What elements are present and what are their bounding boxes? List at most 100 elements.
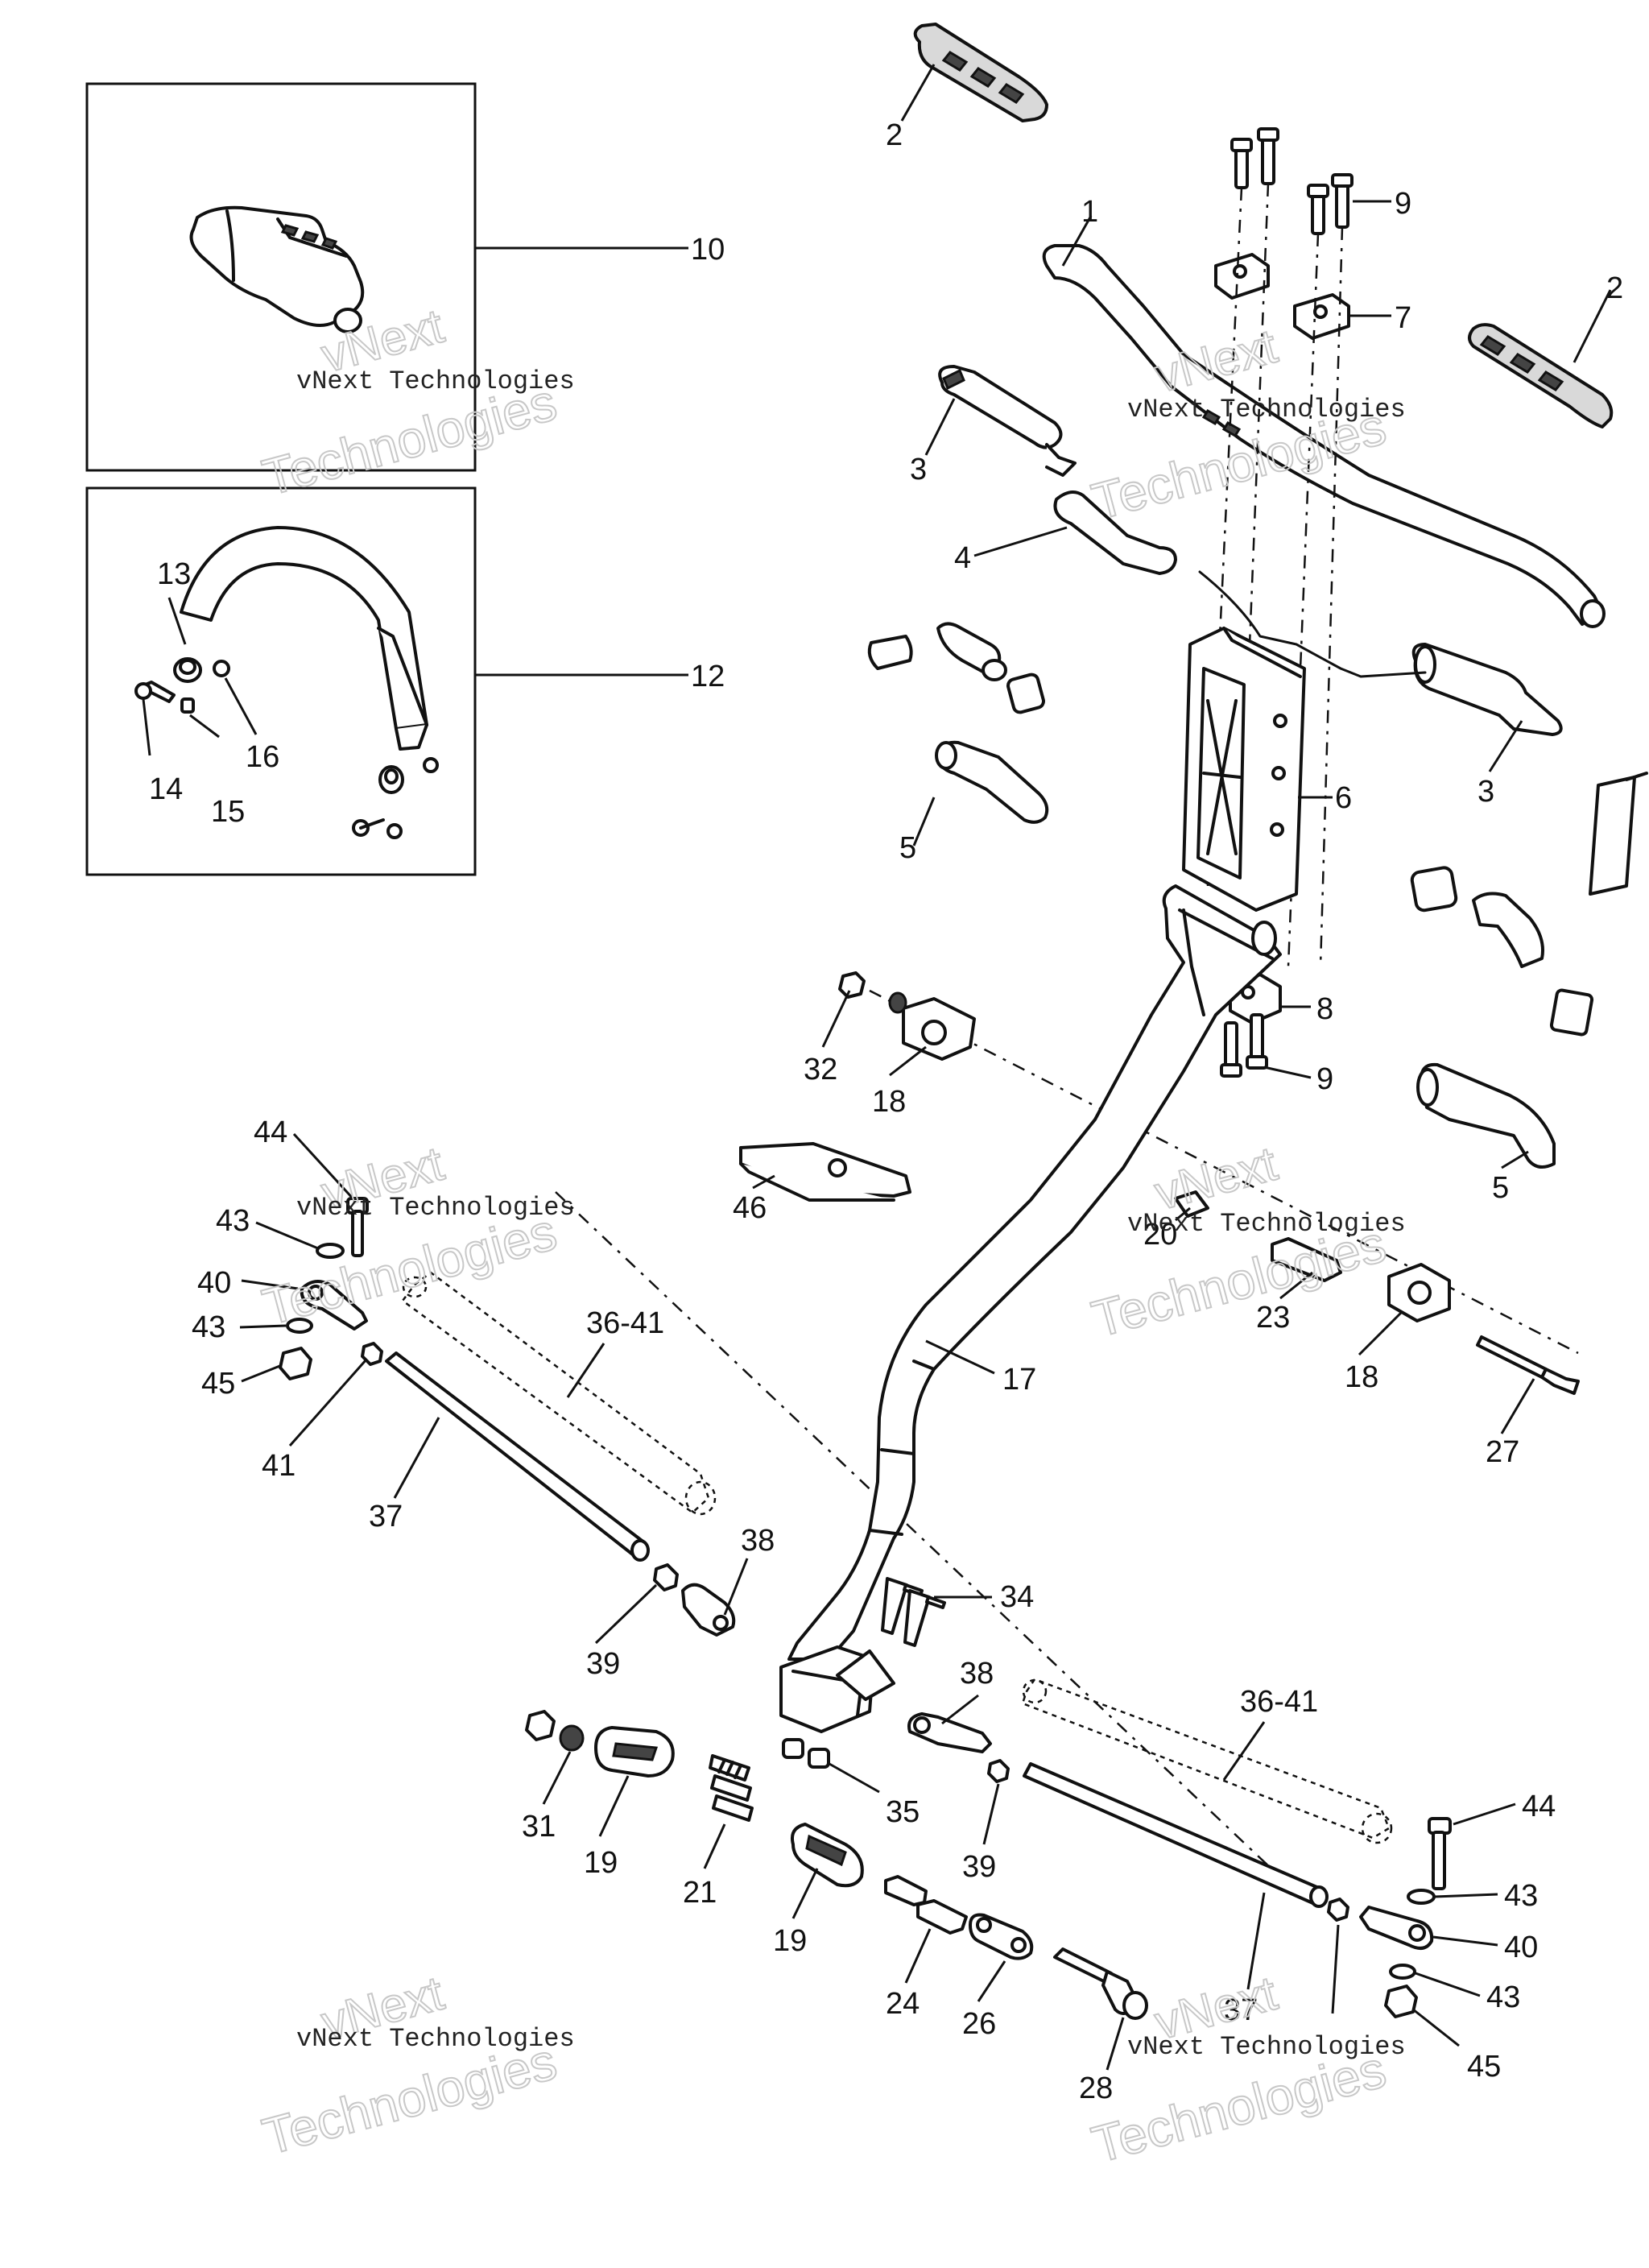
watermark-top-left: vNext vNext Technologies Technologies <box>256 298 575 507</box>
throttle-cable <box>1198 570 1427 678</box>
part-2-grip-right[interactable] <box>1468 323 1614 428</box>
callout-17: 17 <box>1002 1363 1036 1397</box>
part-41-jam-nut-left[interactable] <box>361 1342 383 1366</box>
part-44-bolt-right[interactable] <box>1428 1817 1452 1890</box>
part-20-bushing[interactable] <box>1174 1190 1209 1218</box>
part-7-clamp-lower[interactable] <box>1293 293 1350 340</box>
part-38-rod-end-left[interactable] <box>681 1583 736 1637</box>
callout-9-top: 9 <box>1395 187 1411 221</box>
part-26-link[interactable] <box>969 1913 1034 1960</box>
callout-9-lower: 9 <box>1316 1062 1333 1096</box>
inset-box-handlebar-pad <box>85 82 477 472</box>
part-39-jam-nut-right[interactable] <box>987 1759 1010 1783</box>
part-18-pivot-block-lower[interactable] <box>1387 1263 1451 1322</box>
part-17-steering-post[interactable] <box>787 884 1282 1661</box>
part-38-rod-end-right[interactable] <box>907 1712 992 1753</box>
callout-39-left: 39 <box>586 1647 620 1681</box>
part-14-bolt[interactable] <box>134 681 176 703</box>
part-2-grip-top[interactable] <box>913 23 1048 122</box>
part-32-nut[interactable] <box>838 971 866 999</box>
post-base <box>779 1645 895 1733</box>
part-19-pivot-left[interactable] <box>594 1726 675 1778</box>
part-16-nut[interactable] <box>213 660 230 677</box>
svg-text:vNext Technologies: vNext Technologies <box>296 2024 575 2054</box>
callout-10: 10 <box>691 233 725 267</box>
callout-12: 12 <box>691 660 725 693</box>
part-36-41-tie-rod-assembly-right-ghost[interactable] <box>1021 1678 1393 1844</box>
callout-3-right: 3 <box>1477 775 1494 809</box>
part-43-washer-left-lower[interactable] <box>286 1318 313 1334</box>
callout-39-right: 39 <box>962 1850 996 1884</box>
callout-19-right: 19 <box>773 1924 807 1958</box>
part-45-nut-left[interactable] <box>279 1347 312 1380</box>
part-43-washer-left-upper[interactable] <box>316 1243 345 1259</box>
part-3-lever-left[interactable] <box>938 365 1077 477</box>
part-1-handlebar[interactable] <box>1042 244 1606 628</box>
svg-text:vNext Technologies: vNext Technologies <box>1127 1209 1406 1239</box>
part-39-jam-nut-left[interactable] <box>653 1563 679 1591</box>
callout-46: 46 <box>733 1191 767 1225</box>
callout-16: 16 <box>246 740 279 774</box>
part-35-bushings[interactable] <box>782 1738 830 1769</box>
part-4-cable-grip[interactable] <box>1053 490 1177 575</box>
part-7-clamp-upper[interactable] <box>1214 253 1270 300</box>
callout-6: 6 <box>1335 781 1352 815</box>
part-28-bolt[interactable] <box>1053 1947 1148 2020</box>
callout-23: 23 <box>1256 1301 1290 1335</box>
inset-box-riser-handle <box>85 486 477 876</box>
part-9-bolts-top[interactable] <box>1230 127 1354 235</box>
callout-3-left: 3 <box>910 453 927 486</box>
callout-5-right: 5 <box>1492 1171 1509 1205</box>
callout-37-right: 37 <box>1224 1993 1258 2027</box>
part-19-pivot-right[interactable] <box>791 1823 864 1888</box>
part-40-rod-end-right[interactable] <box>1359 1906 1434 1950</box>
svg-text:vNext Technologies: vNext Technologies <box>296 1193 575 1223</box>
part-23-sleeve[interactable] <box>1271 1237 1342 1282</box>
callout-5-left: 5 <box>899 831 916 865</box>
part-12-riser-handle[interactable] <box>180 526 428 751</box>
part-37-tie-rod-right[interactable] <box>1023 1762 1329 1908</box>
callout-2-right: 2 <box>1606 271 1623 305</box>
part-40-rod-end-left[interactable] <box>300 1280 368 1331</box>
callout-43-left-lower: 43 <box>192 1310 225 1344</box>
svg-text:vNext: vNext <box>1149 1136 1283 1220</box>
part-46-plate[interactable] <box>739 1142 911 1202</box>
part-10-handlebar-pad[interactable] <box>189 205 365 333</box>
part-31-nut-washer[interactable] <box>525 1710 585 1752</box>
callout-8: 8 <box>1316 992 1333 1026</box>
part-34-bolts[interactable] <box>881 1577 946 1647</box>
part-24-sleeve[interactable] <box>884 1875 968 1935</box>
part-45-nut-right[interactable] <box>1384 1984 1418 2018</box>
callout-15: 15 <box>211 795 245 829</box>
part-44-bolt-left[interactable] <box>346 1197 369 1257</box>
part-27-bolt[interactable] <box>1476 1335 1580 1395</box>
svg-text:vNext Technologies: vNext Technologies <box>1127 395 1406 424</box>
callout-40-right: 40 <box>1504 1931 1538 1964</box>
part-36-41-tie-rod-assembly-left-ghost[interactable] <box>401 1271 717 1516</box>
callout-35: 35 <box>886 1795 920 1829</box>
part-6-riser[interactable] <box>1182 627 1306 912</box>
callout-38-left: 38 <box>741 1524 775 1558</box>
callout-7: 7 <box>1395 301 1411 335</box>
part-5-elbow-left[interactable] <box>867 622 1049 824</box>
callout-32: 32 <box>804 1053 837 1086</box>
callout-18-upper: 18 <box>872 1085 906 1119</box>
callout-24: 24 <box>886 1987 920 2021</box>
part-43-washer-right-upper[interactable] <box>1407 1889 1436 1905</box>
callout-18-lower: 18 <box>1345 1360 1378 1394</box>
part-5-elbow-right[interactable] <box>1410 866 1594 1169</box>
part-43-washer-right-lower[interactable] <box>1389 1964 1416 1980</box>
part-21-bushings[interactable] <box>709 1754 754 1822</box>
part-13-clamp[interactable] <box>173 657 202 683</box>
callout-4: 4 <box>954 541 971 575</box>
part-18-pivot-block-upper[interactable] <box>902 997 976 1061</box>
part-3-lever-right[interactable] <box>1411 643 1563 736</box>
callout-labels: 1 2 2 3 3 4 5 5 6 7 8 9 9 10 12 13 14 15… <box>149 118 1623 2105</box>
callout-27: 27 <box>1486 1435 1519 1469</box>
part-44-jam-nut-right[interactable] <box>1327 1898 1349 1922</box>
part-15-spacer[interactable] <box>180 697 195 714</box>
svg-text:vNext Technologies: vNext Technologies <box>1127 2032 1406 2062</box>
part-9-bolts-lower[interactable] <box>1220 1013 1268 1078</box>
part-37-tie-rod-left[interactable] <box>385 1351 650 1562</box>
callout-41: 41 <box>262 1449 295 1483</box>
